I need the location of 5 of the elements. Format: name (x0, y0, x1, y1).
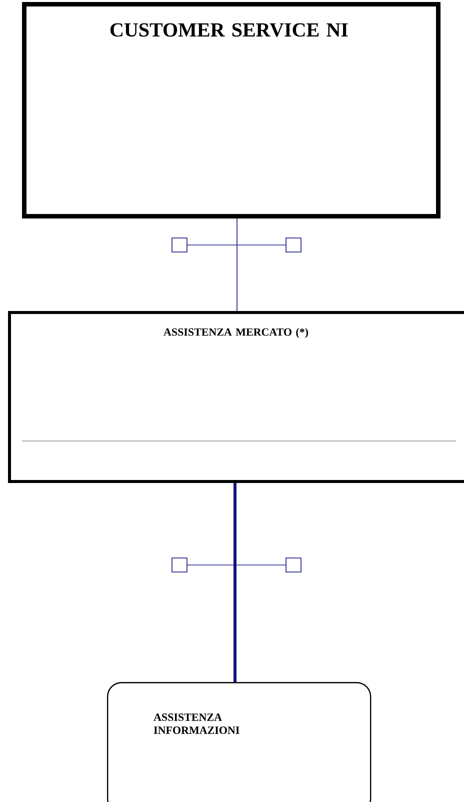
title-box: CUSTOMER SERVICE NI (22, 2, 440, 218)
connector-line (234, 483, 236, 682)
section-box: ASSISTENZA MERCATO (*) (8, 311, 464, 483)
rounded-box: ASSISTENZA INFORMAZIONI (107, 682, 372, 802)
connector-line (236, 218, 238, 312)
